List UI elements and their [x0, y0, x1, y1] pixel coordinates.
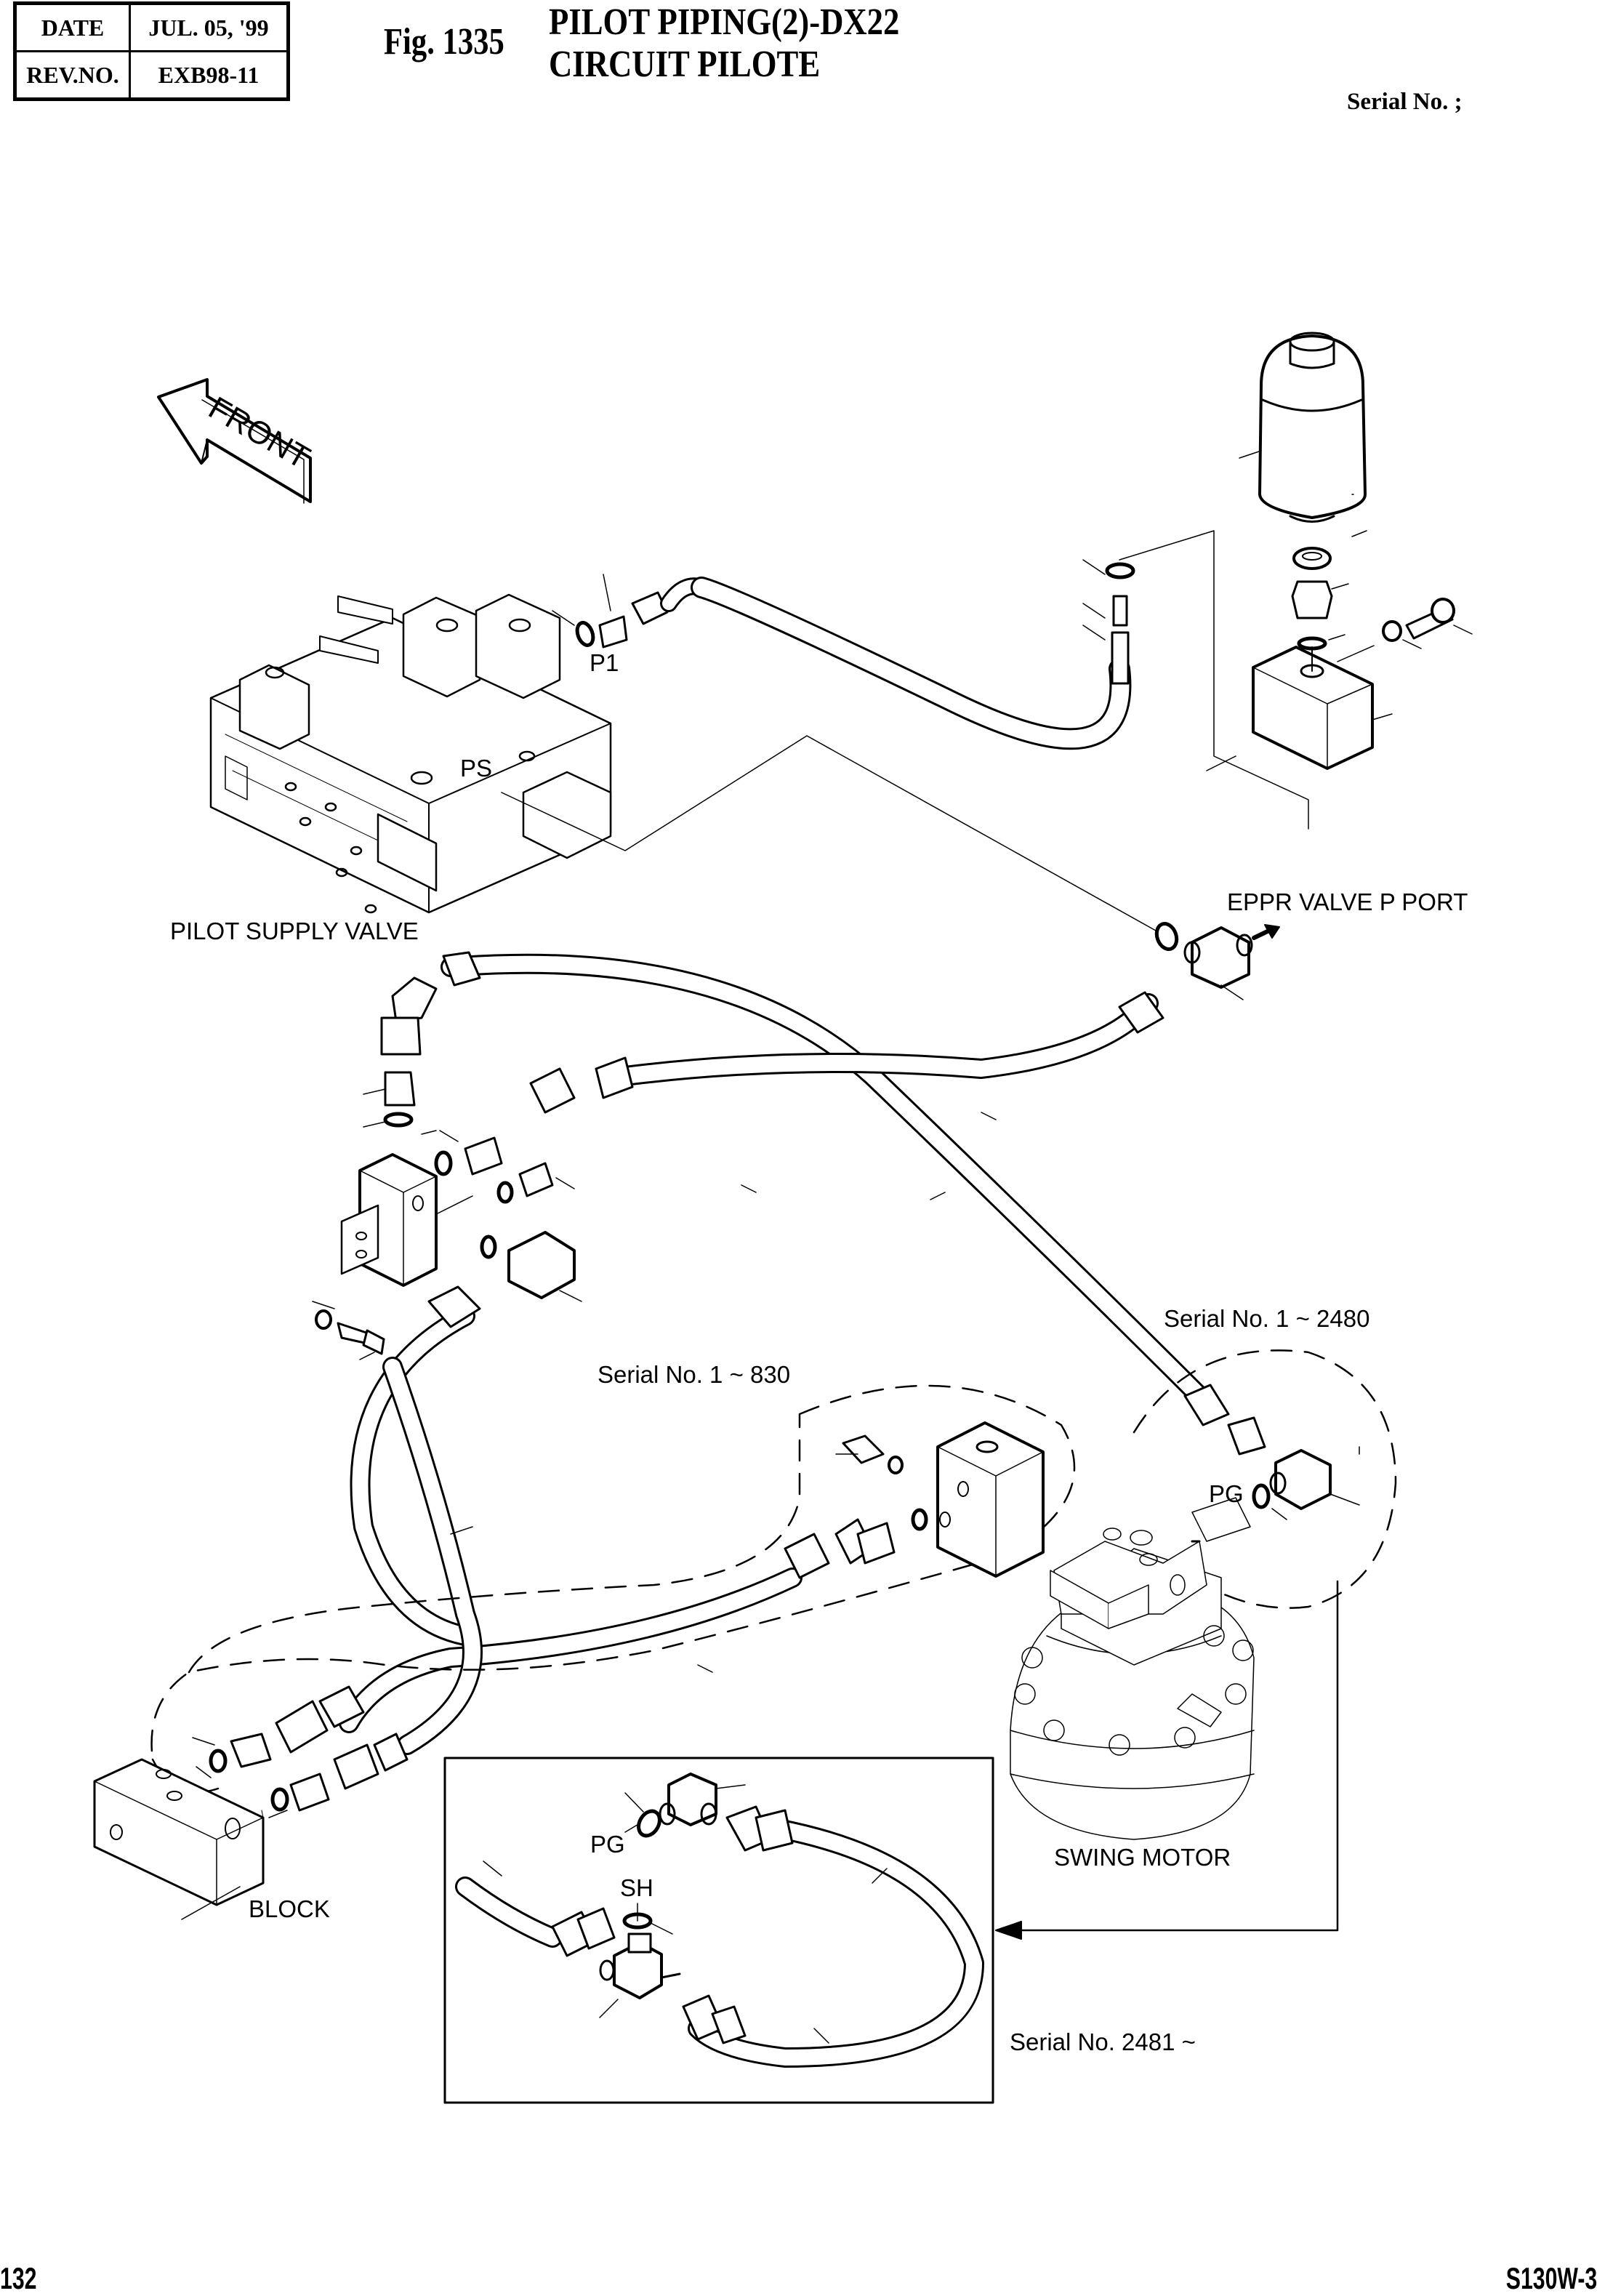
front-arrow-icon: FRONT [157, 378, 315, 504]
swing-motor-label: SWING MOTOR [1054, 1844, 1231, 1871]
model-code: S130W-3 [1505, 2261, 1597, 2295]
block-label: BLOCK [249, 1895, 330, 1922]
pilot-hoses [339, 951, 1266, 1755]
serial-number-header: Serial No. ; [1347, 89, 1463, 115]
port-ps-label: PS [460, 755, 493, 782]
serial-2480-region [1133, 1349, 1397, 1609]
revision-value: EXB98-11 [129, 50, 289, 100]
port-pg-motor-label: PG [1209, 1480, 1244, 1507]
serial-range-2480-label: Serial No. 1 ~ 2480 [1164, 1305, 1370, 1332]
ps-leader-line [501, 735, 1156, 931]
page-number: 132 [0, 2261, 37, 2295]
leader-lines [450, 1112, 1360, 1673]
serial-range-2481-label: Serial No. 2481 ~ [1010, 2028, 1196, 2055]
accumulator-assembly [1119, 332, 1473, 830]
junction-block [312, 1071, 582, 1360]
figure-title-english: PILOT PIPING(2)-DX22 [549, 1, 900, 43]
date-value: JUL. 05, '99 [129, 2, 289, 52]
inset-detail-box [443, 1757, 994, 2104]
serial-range-830-label: Serial No. 1 ~ 830 [598, 1361, 791, 1388]
port-p1-label: P1 [590, 649, 619, 676]
revision-label: REV.NO. [14, 50, 131, 100]
revision-row: REV.NO. EXB98-11 [14, 50, 289, 100]
eppr-tee-fitting [1154, 922, 1280, 1000]
figure-title-french: CIRCUIT PILOTE [549, 44, 821, 85]
date-label: DATE [14, 2, 131, 52]
block-part [93, 1685, 409, 1920]
swing-motor [1010, 1497, 1255, 1840]
revision-info-table: DATE JUL. 05, '99 REV.NO. EXB98-11 [13, 1, 290, 101]
eppr-valve-p-port-label: EPPR VALVE P PORT [1227, 888, 1468, 915]
port-sh-inset-label: SH [620, 1874, 653, 1901]
port-pg-inset-label: PG [590, 1831, 625, 1858]
pilot-supply-valve [209, 593, 612, 914]
figure-number: Fig. 1335 [384, 21, 504, 63]
figure-title: PILOT PIPING(2)-DX22 CIRCUIT PILOTE [549, 1, 899, 86]
pilot-supply-valve-label: PILOT SUPPLY VALVE [170, 918, 419, 944]
hose-p1-to-accumulator [552, 559, 1135, 750]
date-row: DATE JUL. 05, '99 [14, 2, 289, 52]
motor-to-inset-leader [995, 1580, 1339, 1940]
